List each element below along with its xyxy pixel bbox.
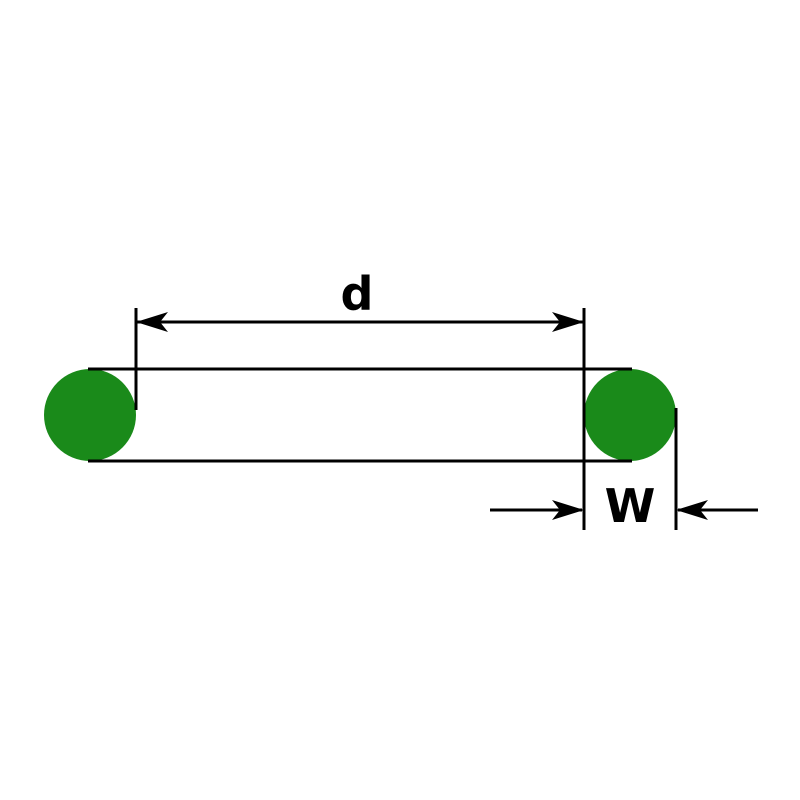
d-arrowhead-left-icon bbox=[136, 312, 168, 332]
w-arrowhead-left-icon bbox=[552, 500, 584, 520]
oring-body-outline bbox=[88, 367, 632, 463]
w-arrowhead-right-icon bbox=[676, 500, 708, 520]
d-arrowhead-right-icon bbox=[552, 312, 584, 332]
d-dimension-group bbox=[134, 308, 586, 530]
oring-cross-section-right-circle bbox=[584, 369, 676, 461]
d-dimension-label: d bbox=[341, 267, 374, 321]
oring-cross-section-left-circle bbox=[44, 369, 136, 461]
w-dimension-label: W bbox=[605, 479, 656, 533]
